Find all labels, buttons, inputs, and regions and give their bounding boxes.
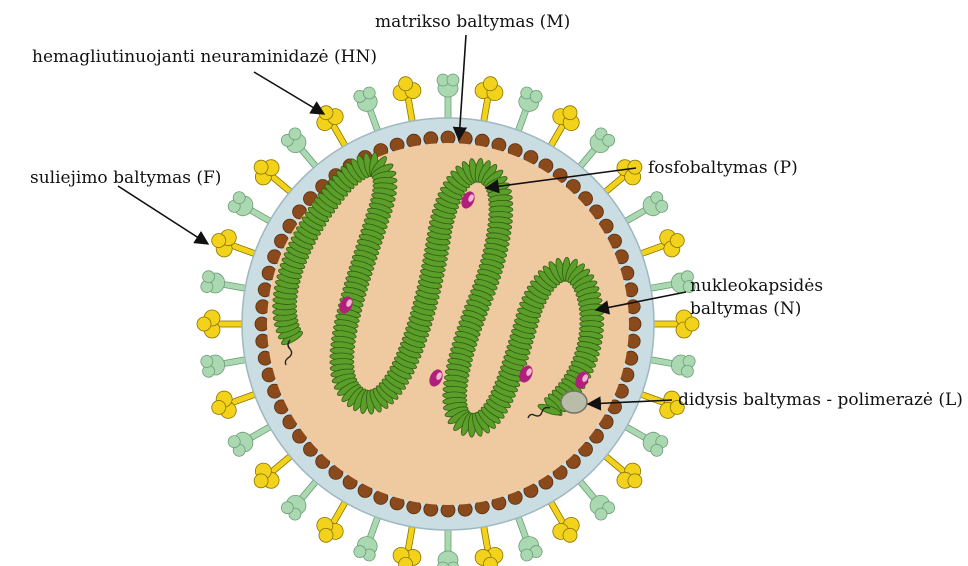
label-matrix-protein: matrikso baltymas (M) bbox=[375, 12, 570, 32]
hn-spike bbox=[437, 74, 459, 124]
matrix-bead bbox=[627, 317, 641, 331]
hn-arrow bbox=[254, 72, 324, 114]
label-polymerase: didysis baltymas - polimerazė (L) bbox=[678, 390, 963, 410]
label-hn-protein: hemagliutinuojanti neuraminidazė (HN) bbox=[32, 47, 377, 67]
label-nucleocapsid-line2: baltymas (N) bbox=[690, 299, 801, 319]
matrix-bead bbox=[441, 503, 455, 517]
fusion-arrow bbox=[118, 186, 208, 244]
matrix-bead bbox=[441, 131, 455, 145]
label-phosphoprotein: fosfobaltymas (P) bbox=[648, 158, 798, 178]
polymerase-blob bbox=[561, 391, 587, 413]
label-fusion-protein: suliejimo baltymas (F) bbox=[30, 168, 221, 188]
fusion-spike bbox=[197, 310, 248, 338]
matrix-bead bbox=[255, 317, 269, 331]
label-nucleocapsid-line1: nukleokapsidės bbox=[690, 276, 823, 296]
